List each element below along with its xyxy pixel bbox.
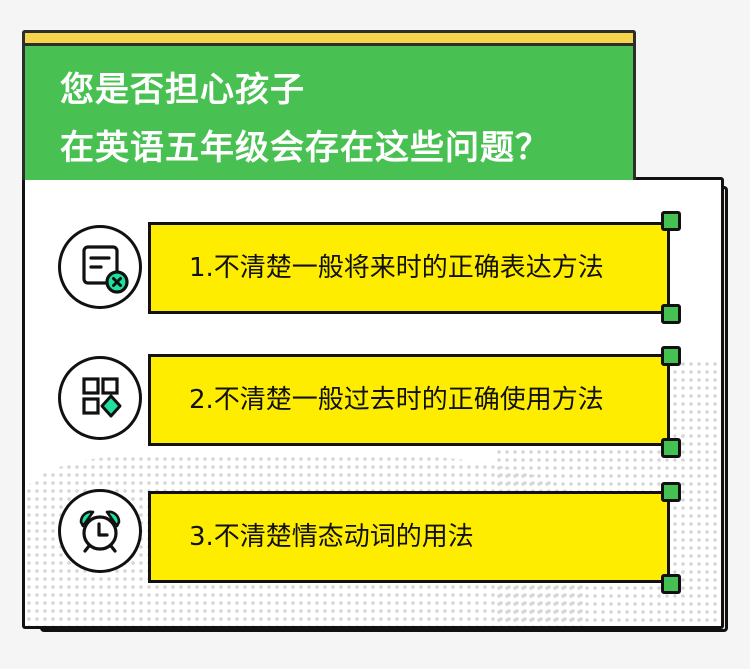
list-item: 1.不清楚一般将来时的正确表达方法 [0, 211, 750, 324]
icon-circle [58, 356, 142, 440]
page-title: 您是否担心孩子 在英语五年级会存在这些问题？ [60, 61, 550, 177]
icon-circle [58, 489, 142, 573]
header-strip [25, 33, 633, 46]
corner-handle [661, 574, 681, 594]
corner-handle [661, 211, 681, 231]
icon-circle [58, 225, 142, 309]
alarm-clock-icon [79, 510, 121, 553]
apps-grid-icon [82, 377, 122, 418]
header-banner: 您是否担心孩子 在英语五年级会存在这些问题？ [22, 30, 636, 180]
title-line-2: 在英语五年级会存在这些问题？ [60, 128, 550, 168]
corner-handle [661, 438, 681, 458]
item-label: 3.不清楚情态动词的用法 [189, 522, 474, 552]
list-item: 2.不清楚一般过去时的正确使用方法 [0, 346, 750, 458]
item-label: 2.不清楚一般过去时的正确使用方法 [189, 385, 604, 415]
corner-handle [661, 304, 681, 324]
item-bar: 2.不清楚一般过去时的正确使用方法 [148, 354, 670, 446]
list-item: 3.不清楚情态动词的用法 [0, 482, 750, 594]
item-label: 1.不清楚一般将来时的正确表达方法 [189, 253, 604, 283]
corner-handle [661, 346, 681, 366]
corner-handle [661, 482, 681, 502]
item-bar: 1.不清楚一般将来时的正确表达方法 [148, 222, 670, 314]
item-bar: 3.不清楚情态动词的用法 [148, 491, 670, 583]
title-line-1: 您是否担心孩子 [60, 70, 305, 110]
document-error-icon [82, 245, 129, 294]
